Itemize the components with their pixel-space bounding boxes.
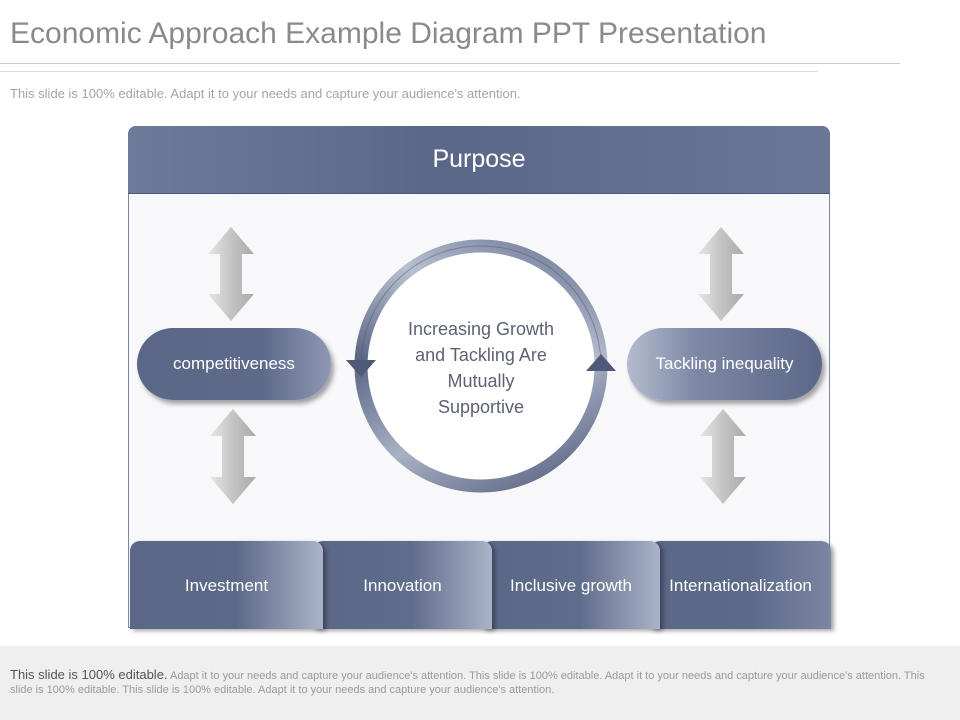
tab-label: Innovation [363,575,442,595]
tab-internationalization: Internationalization [650,541,831,629]
tab-inclusive-growth: Inclusive growth [482,541,660,629]
cycle-ring [354,239,608,493]
tab-label: Investment [184,575,269,595]
slide-subtitle: This slide is 100% editable. Adapt it to… [10,86,521,101]
arrow-right-lower [700,409,746,504]
tab-innovation: Innovation [313,541,492,629]
tab-investment: Investment [130,541,323,629]
tab-label: Inclusive growth [510,575,632,595]
purpose-label: Purpose [432,145,526,173]
pill-tackling-inequality: Tackling inequality [627,328,822,400]
center-statement: Increasing Growth and Tackling Are Mutua… [381,316,581,420]
cycle-arrowhead-right [586,354,616,371]
footer-text: This slide is 100% editable. Adapt it to… [10,668,945,697]
pill-competitiveness: competitiveness [137,328,331,400]
center-line-1: Increasing Growth [407,319,555,339]
title-divider-secondary [0,71,818,72]
center-line-2: and Tackling Are [415,345,547,365]
footer-body: Adapt it to your needs and capture your … [10,670,925,696]
title-divider [0,63,900,64]
slide-title: Economic Approach Example Diagram PPT Pr… [10,17,767,50]
arrow-right-upper [698,227,744,321]
cycle-arrowhead-left [346,360,376,377]
footer-bar: This slide is 100% editable. Adapt it to… [0,646,960,720]
purpose-header: Purpose [128,126,830,194]
center-line-4: Supportive [437,397,525,417]
arrow-left-lower [210,409,256,504]
footer-lead: This slide is 100% editable. [10,667,168,682]
arrow-left-upper [208,227,254,321]
tab-label: Internationalization [669,575,812,595]
center-line-3: Mutually [447,371,515,391]
